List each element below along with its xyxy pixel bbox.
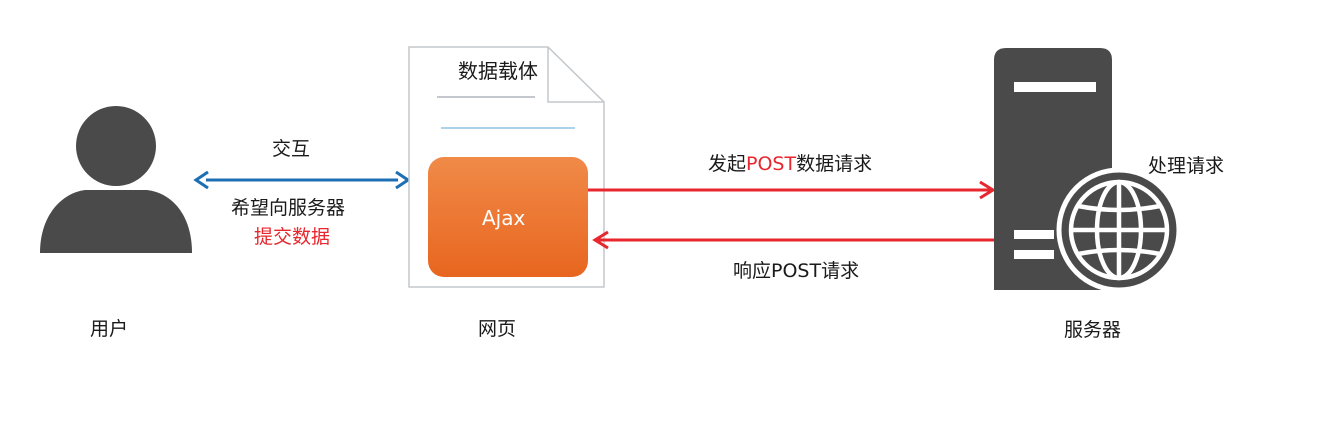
ajax-label: Ajax <box>482 206 526 230</box>
ajax-box <box>428 157 588 277</box>
request-label-highlight: POST <box>746 153 797 175</box>
request-label-prefix: 发起 <box>708 153 747 175</box>
request-label-suffix: 数据请求 <box>796 153 873 175</box>
document-title: 数据载体 <box>458 59 538 83</box>
interaction-bottom-label-line1: 希望向服务器 <box>231 197 346 219</box>
interaction-arrow <box>193 170 411 190</box>
interaction-bottom-label-line2: 提交数据 <box>254 226 331 248</box>
request-label: 发起POST数据请求 <box>708 155 872 174</box>
interaction-top-label: 交互 <box>272 138 311 160</box>
globe-icon <box>1056 167 1182 293</box>
webpage-label: 网页 <box>478 318 517 340</box>
response-arrow <box>592 230 998 250</box>
user-label: 用户 <box>90 318 129 340</box>
server-process-label: 处理请求 <box>1148 155 1225 177</box>
server-label: 服务器 <box>1064 319 1122 341</box>
user-icon <box>40 106 192 253</box>
response-label: 响应POST请求 <box>733 260 860 282</box>
request-arrow <box>588 180 996 200</box>
